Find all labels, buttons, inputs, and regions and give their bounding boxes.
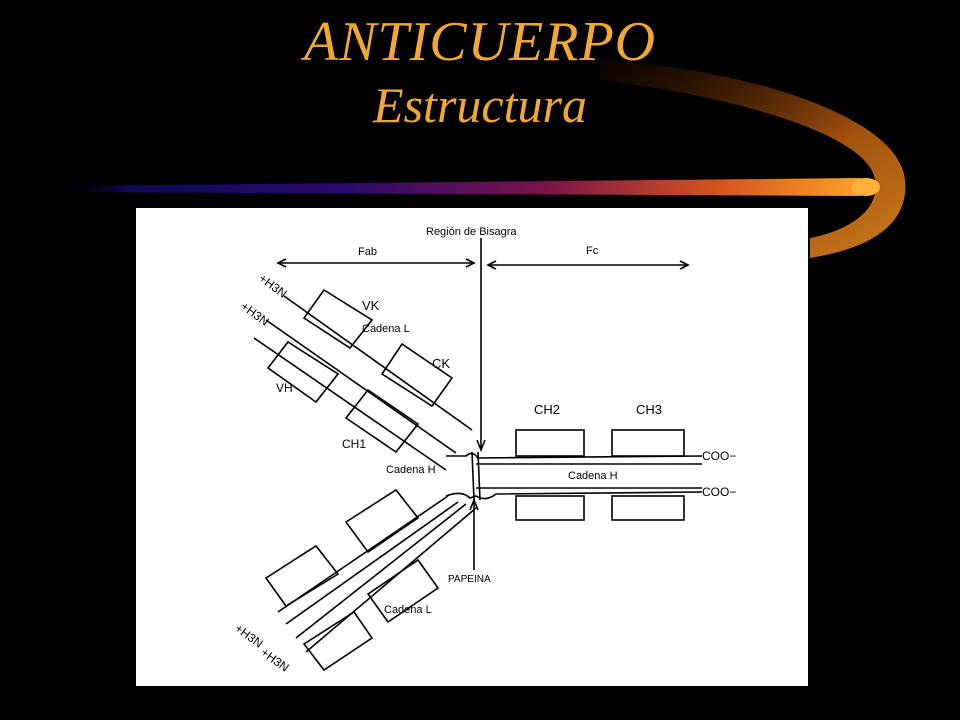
upper-terminal-2-label: +H3N — [238, 299, 271, 329]
lower-cl-domain — [366, 558, 440, 624]
fc-bottom-line — [445, 491, 703, 500]
lower-ch1-domain — [344, 488, 420, 554]
lower-vl-domain — [302, 610, 374, 672]
ck-label: CK — [432, 356, 450, 371]
antibody-diagram: Región de Bisagra Fab Fc +H3N +H3N VK Ca… — [232, 226, 736, 675]
ch3-label: CH3 — [636, 402, 662, 417]
fc-label: Fc — [586, 245, 599, 257]
vh-domain — [266, 340, 340, 404]
lower-terminal-1-label: +H3N — [232, 621, 265, 651]
vh-label: VH — [276, 381, 293, 395]
coo-top-label: COO− — [702, 449, 736, 463]
vk-label: VK — [362, 298, 380, 313]
heavy-chain-upper-label: Cadena H — [386, 464, 436, 476]
heavy-chain-fc-label: Cadena H — [568, 470, 618, 482]
lower-vh-domain — [264, 544, 340, 608]
fab-label: Fab — [358, 246, 377, 258]
ck-domain — [380, 342, 454, 408]
vk-domain — [302, 288, 374, 350]
light-chain-upper-label: Cadena L — [362, 323, 410, 335]
ch3-domain-bottom — [611, 495, 685, 521]
ch2-domain-top — [515, 429, 585, 457]
ch1-domain — [344, 388, 420, 454]
light-chain-lower-label: Cadena L — [384, 604, 432, 616]
coo-bottom-label: COO− — [702, 485, 736, 499]
lower-terminal-2-label: +H3N — [258, 645, 291, 675]
papain-label: PAPEINA — [448, 574, 491, 585]
ch3-domain-top — [611, 429, 685, 457]
ch2-label: CH2 — [534, 402, 560, 417]
subtitle-text: Estructura — [373, 77, 587, 133]
ch1-label: CH1 — [342, 437, 366, 451]
hinge-region-label: Región de Bisagra — [426, 226, 517, 238]
title-text: ANTICUERPO — [303, 11, 657, 73]
slide-title: ANTICUERPO Estructura — [0, 14, 960, 130]
antibody-structure-figure: Región de Bisagra Fab Fc +H3N +H3N VK Ca… — [136, 208, 808, 686]
ch2-domain-bottom — [515, 495, 585, 521]
